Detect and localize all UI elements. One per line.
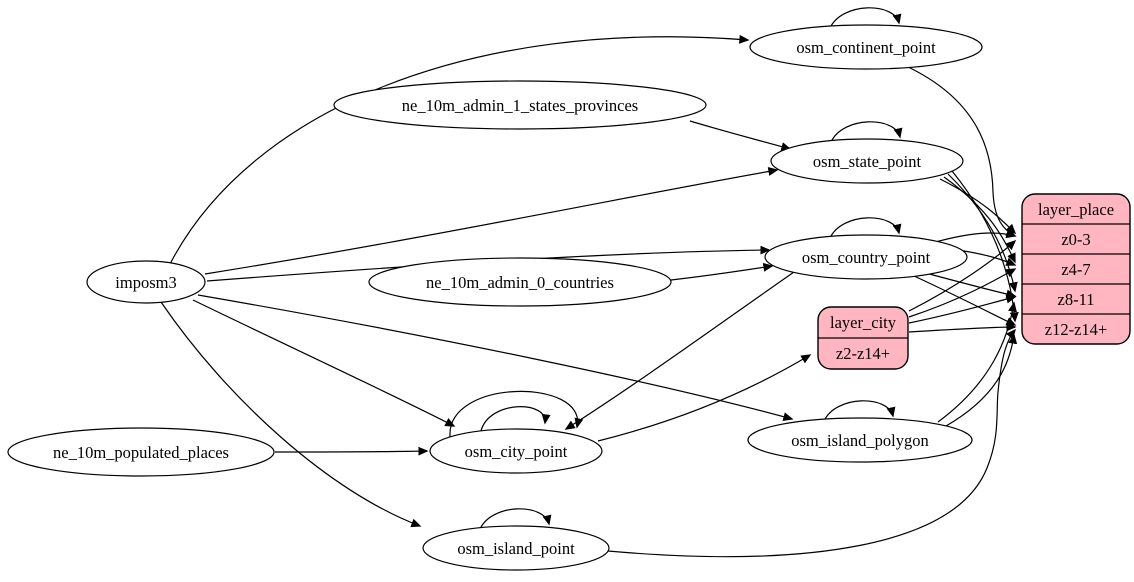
node-osm_city_point: osm_city_point bbox=[429, 428, 603, 474]
layer_place-row-z0-3: z0-3 bbox=[1061, 230, 1090, 249]
layer_city-row-z2-z14: z2-z14+ bbox=[836, 344, 890, 363]
node-osm_state_point: osm_state_point bbox=[770, 138, 964, 184]
edge-layer_city-layer_place-z12-z14 bbox=[908, 322, 1017, 333]
imposm3-shape bbox=[86, 260, 206, 304]
edge-imposm3-osm_state_point bbox=[204, 167, 779, 275]
node-osm_island_polygon: osm_island_polygon bbox=[747, 417, 973, 463]
selfloop-osm_city_point-outer bbox=[449, 390, 584, 438]
osm_island_point-shape bbox=[422, 525, 610, 571]
node-ne_10m_populated_places: ne_10m_populated_places bbox=[7, 427, 275, 477]
edge-ne_10m_populated_places-osm_city_point bbox=[274, 446, 429, 456]
edge-imposm3-osm_island_polygon bbox=[197, 294, 794, 422]
edge-osm_island_polygon-layer_place-z12-z14 bbox=[945, 333, 1018, 427]
edge-layer_city-layer_place-z4-7 bbox=[908, 268, 1017, 318]
osm_state_point-shape bbox=[770, 138, 964, 184]
node-ne_10m_admin_0_countries: ne_10m_admin_0_countries bbox=[368, 257, 672, 307]
edge-imposm3-osm_continent_point bbox=[169, 34, 750, 265]
selfloop-osm_continent_point bbox=[829, 7, 902, 29]
osm_island_polygon-shape bbox=[747, 417, 973, 463]
edge-osm_country_point-layer_place-z0-3 bbox=[931, 229, 1017, 244]
edge-layer_city-layer_place-z0-3 bbox=[908, 239, 1017, 312]
selfloop-osm_island_polygon bbox=[823, 400, 896, 422]
edge-imposm3-osm_island_point bbox=[160, 301, 422, 528]
osm_city_point-label: osm_city_point bbox=[465, 442, 568, 461]
selfloop-osm_island_point bbox=[479, 508, 552, 530]
record-layer_place: layer_place z0-3 z4-7 z8-11 z12-z14+ bbox=[1021, 193, 1131, 345]
edge-osm_country_point-osm_city_point bbox=[564, 271, 795, 430]
selfloop-osm_city_point-inner bbox=[480, 406, 551, 432]
ne_10m_populated_places-label: ne_10m_populated_places bbox=[53, 443, 229, 462]
layer_place-row-z8-11: z8-11 bbox=[1058, 290, 1095, 309]
ne_10m_populated_places-shape bbox=[7, 427, 275, 477]
edge-osm_state_point-layer_place-z4-7 bbox=[943, 176, 1016, 264]
edge-osm_country_point-layer_place-z8-11 bbox=[921, 271, 1017, 299]
node-osm_continent_point: osm_continent_point bbox=[749, 24, 983, 70]
osm_island_point-label: osm_island_point bbox=[457, 539, 575, 558]
selfloop-osm_state_point bbox=[830, 121, 903, 143]
node-imposm3: imposm3 bbox=[86, 260, 206, 304]
edge-osm_state_point-layer_place-z8-11 bbox=[947, 173, 1018, 293]
layer_place-title: layer_place bbox=[1038, 200, 1114, 219]
layer_place-box bbox=[1021, 193, 1131, 345]
edges bbox=[160, 7, 1019, 558]
ne_10m_admin_1_states_provinces-label: ne_10m_admin_1_states_provinces bbox=[402, 96, 638, 115]
node-osm_island_point: osm_island_point bbox=[422, 525, 610, 571]
edge-layer_city-layer_place-z8-11 bbox=[908, 294, 1017, 324]
osm_city_point-shape bbox=[429, 428, 603, 474]
osm_state_point-label: osm_state_point bbox=[813, 152, 922, 171]
ne_10m_admin_1_states_provinces-shape bbox=[333, 80, 707, 130]
ne_10m_admin_0_countries-label: ne_10m_admin_0_countries bbox=[426, 273, 614, 292]
edge-osm_island_point-layer_place-z12-z14 bbox=[607, 328, 1016, 558]
edge-osm_continent_point-layer_place-z0-3 bbox=[905, 65, 1017, 237]
osm_country_point-label: osm_country_point bbox=[802, 248, 931, 267]
osm_continent_point-shape bbox=[749, 24, 983, 70]
node-ne_10m_admin_1_states_provinces: ne_10m_admin_1_states_provinces bbox=[333, 80, 707, 130]
record-layer_city: layer_city z2-z14+ bbox=[817, 306, 909, 370]
edge-osm_city_point-layer_city-z2-z14 bbox=[597, 354, 812, 442]
layer_place-row-z12-z14: z12-z14+ bbox=[1045, 320, 1107, 339]
edge-osm_country_point-layer_place-z4-7 bbox=[957, 249, 1017, 266]
osm_island_polygon-label: osm_island_polygon bbox=[791, 431, 929, 450]
edge-osm_island_polygon-layer_place-z8-11 bbox=[937, 301, 1017, 423]
imposm3-label: imposm3 bbox=[115, 273, 176, 292]
selfloop-osm_country_point bbox=[829, 217, 902, 239]
edge-osm_state_point-layer_place-z0-3 bbox=[939, 178, 1017, 235]
edge-ne_10m_admin_0_countries-osm_country_point bbox=[670, 262, 774, 281]
node-osm_country_point: osm_country_point bbox=[764, 234, 968, 280]
edge-ne_10m_admin_1_states_provinces-osm_state_point bbox=[689, 120, 792, 151]
osm_country_point-shape bbox=[764, 234, 968, 280]
layer_place-row-z4-7: z4-7 bbox=[1061, 260, 1090, 279]
edge-imposm3-osm_city_point bbox=[192, 299, 456, 427]
ne_10m_admin_0_countries-shape bbox=[368, 257, 672, 307]
layer_city-title: layer_city bbox=[830, 313, 897, 332]
osm_continent_point-label: osm_continent_point bbox=[796, 38, 936, 57]
